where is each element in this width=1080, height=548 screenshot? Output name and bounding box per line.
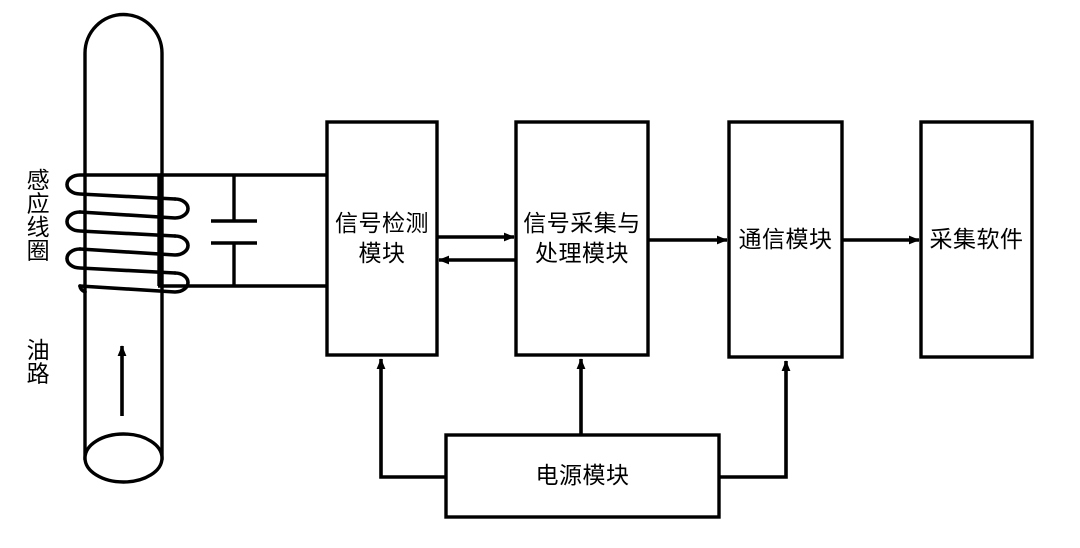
box-signal-detection (325, 120, 439, 357)
oil-pipe (83, 12, 164, 484)
box-signal-acquisition (514, 120, 650, 357)
box-power-supply (444, 433, 721, 519)
induction-coil-icon (65, 173, 190, 294)
box-communication (727, 120, 844, 359)
arrow-power-to-detection (376, 358, 446, 479)
arrow-power-to-communication (719, 360, 791, 479)
box-acquisition-software (919, 120, 1034, 359)
capacitor-icon (211, 176, 257, 285)
coil-circuit-wiring (157, 173, 327, 288)
